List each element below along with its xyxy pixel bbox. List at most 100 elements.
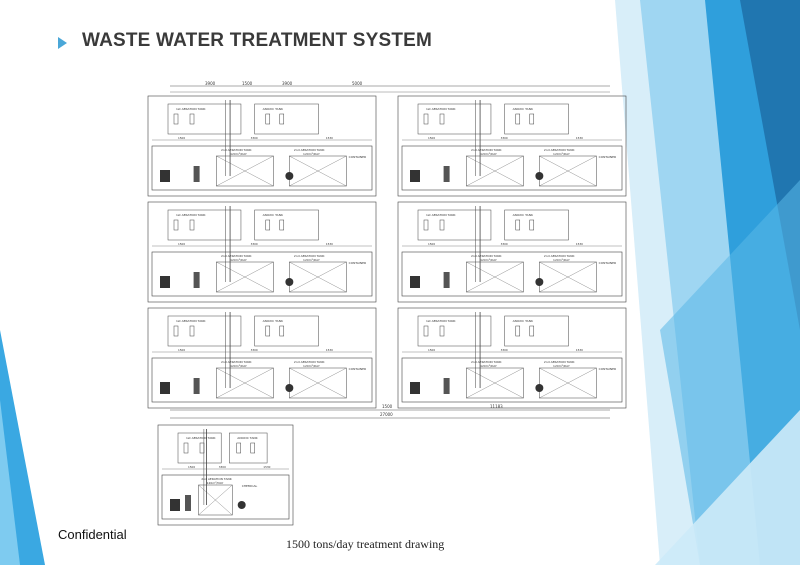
dim-top-d: 5000	[352, 81, 363, 86]
aeration2-label: 2nd AERATION TANK	[221, 148, 253, 152]
flow-label: 120m³/DAY	[480, 258, 497, 262]
dim-seg4: 1530	[326, 242, 333, 246]
mixer-block	[250, 442, 255, 454]
diffuser-block	[189, 325, 195, 337]
bed-cross	[289, 367, 347, 399]
membrane-bed	[216, 367, 274, 399]
unit-frame	[157, 424, 294, 526]
membrane-bed	[466, 261, 524, 293]
bed-cross	[466, 261, 524, 293]
diffuser-block	[189, 113, 195, 125]
dim-seg4: 1530	[576, 242, 583, 246]
aeration2-row	[151, 251, 373, 297]
aeration1-label: 1st AERATION TANK	[176, 107, 207, 111]
aeration2-label: 2nd AERATION TANK	[294, 254, 326, 258]
aeration2-label: 2nd AERATION TANK	[294, 360, 326, 364]
anoxic-tank	[254, 315, 319, 347]
bed-cross	[216, 155, 274, 187]
mixer-block	[279, 325, 285, 337]
bottom-dimension-line: 27000 11183 1500	[170, 404, 610, 419]
flow-label: 120m³/DAY	[230, 152, 247, 156]
dim-seg2: 3300	[251, 348, 258, 352]
bed-cross	[466, 155, 524, 187]
pump-unit	[443, 378, 450, 394]
chemical-label: CHEMICAL	[242, 484, 258, 488]
dim-seg2: 3300	[501, 348, 508, 352]
dim-total-bottom: 27000	[380, 412, 393, 417]
dim-seg2: 3300	[219, 465, 226, 469]
dim-seg1: 1500	[178, 136, 185, 140]
flow-label: 120m³/DAY	[553, 152, 570, 156]
mixer-block	[236, 442, 241, 454]
diffuser-block	[423, 219, 429, 231]
membrane-bed	[216, 155, 274, 187]
aeration1-tank	[417, 315, 492, 347]
aeration2-label: 2nd AERATION TANK	[294, 148, 326, 152]
unit-frame	[397, 307, 627, 409]
membrane-bed	[539, 367, 597, 399]
mixer-block	[515, 325, 521, 337]
flow-label: 120m³/DAY	[303, 258, 320, 262]
dim-bottom-mid: 1500	[382, 404, 393, 409]
membrane-bed	[289, 367, 347, 399]
bed-cross	[216, 261, 274, 293]
aeration2-label: 2nd AERATION TANK	[544, 254, 576, 258]
unit-frame	[397, 201, 627, 303]
pump-unit	[193, 272, 200, 288]
diffuser-block	[173, 113, 179, 125]
slide-title: WASTE WATER TREATMENT SYSTEM	[82, 30, 433, 51]
mixer-block	[265, 325, 271, 337]
aeration1-label: 1st AERATION TANK	[426, 319, 457, 323]
mixer-block	[265, 113, 271, 125]
membrane-bed	[466, 155, 524, 187]
mixer-block	[529, 219, 535, 231]
membrane-bed	[198, 484, 233, 516]
anoxic-tank	[229, 432, 268, 464]
container-label: CONTAINER	[349, 261, 366, 265]
aeration1-tank	[177, 432, 222, 464]
bed-cross	[539, 367, 597, 399]
aeration2-row	[151, 357, 373, 403]
pump-unit	[193, 378, 200, 394]
membrane-bed	[539, 155, 597, 187]
diffuser-block	[199, 442, 205, 454]
anoxic-tank	[254, 209, 319, 241]
flow-label: 120m³/DAY	[480, 364, 497, 368]
mixer-block	[515, 113, 521, 125]
dim-seg1: 1500	[178, 242, 185, 246]
container-label: CONTAINER	[599, 261, 616, 265]
flow-label: 120m³/DAY	[207, 481, 224, 485]
dim-top-a: 3900	[205, 81, 216, 86]
dim-seg2: 3300	[501, 242, 508, 246]
bed-cross	[198, 484, 233, 516]
blower-unit	[410, 382, 420, 394]
flow-label: 120m³/DAY	[303, 364, 320, 368]
unit-frame	[397, 95, 627, 197]
bed-cross	[539, 155, 597, 187]
membrane-bed	[466, 367, 524, 399]
anoxic-label: ANOXIC TANK	[513, 319, 534, 323]
bed-cross	[216, 367, 274, 399]
diffuser-block	[173, 219, 179, 231]
flow-label: 120m³/DAY	[230, 364, 247, 368]
anoxic-label: ANOXIC TANK	[263, 319, 284, 323]
top-dimension-line: 3900 1500 3900 5000	[170, 81, 610, 93]
pump-unit	[285, 172, 294, 180]
diffuser-block	[439, 325, 445, 337]
mixer-block	[529, 325, 535, 337]
aeration2-label: 2nd AERATION TANK	[221, 254, 253, 258]
dim-seg2: 3300	[251, 242, 258, 246]
container-label: CONTAINER	[599, 155, 616, 159]
diffuser-block	[439, 219, 445, 231]
mixer-block	[529, 113, 535, 125]
dim-seg2: 3300	[501, 136, 508, 140]
dim-seg1: 1500	[428, 348, 435, 352]
blower-unit	[160, 382, 170, 394]
anoxic-label: ANOXIC TANK	[513, 107, 534, 111]
container-label: CONTAINER	[349, 367, 366, 371]
aeration2-label: 2nd AERATION TANK	[544, 360, 576, 364]
pump-unit	[193, 166, 200, 182]
